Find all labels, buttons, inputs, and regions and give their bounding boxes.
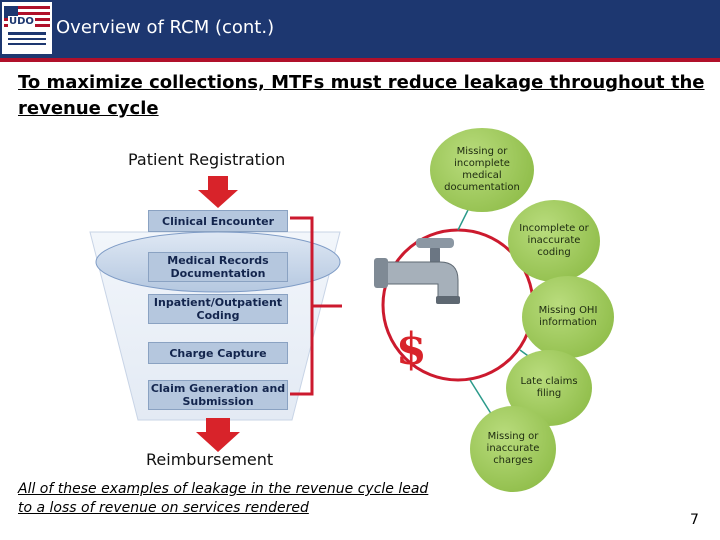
udo-flag-icon: [2, 2, 52, 54]
footer-note: All of these examples of leakage in the …: [18, 481, 429, 516]
cycle-step-medical-records: Medical Records Documentation: [148, 252, 288, 282]
header-stripe: [0, 58, 720, 62]
leakage-missing-charges: Missing or inaccurate charges: [470, 406, 556, 492]
patient-registration-label: Patient Registration: [128, 150, 286, 169]
top-arrow-icon: [198, 176, 238, 208]
udo-logo: UDO: [2, 2, 52, 54]
cycle-step-clinical-encounter: Clinical Encounter: [148, 210, 288, 232]
leakage-missing-documentation: Missing or incomplete medical documentat…: [430, 128, 534, 212]
cycle-step-coding: Inpatient/Outpatient Coding: [148, 294, 288, 324]
logo-text: UDO: [8, 16, 35, 27]
bottom-arrow-icon: [196, 418, 240, 452]
reimbursement-label: Reimbursement: [146, 450, 274, 469]
leakage-inaccurate-coding: Incomplete or inaccurate coding: [508, 200, 600, 282]
leakage-missing-ohi: Missing OHI information: [522, 276, 614, 358]
slide-header: [0, 0, 720, 58]
dollar-icon: $: [396, 324, 427, 375]
cycle-step-claim-generation: Claim Generation and Submission: [148, 380, 288, 410]
faucet-icon: [374, 238, 460, 304]
slide-title: Overview of RCM (cont.): [56, 17, 275, 38]
page-number: 7: [690, 512, 699, 528]
cycle-step-charge-capture: Charge Capture: [148, 342, 288, 364]
headline: To maximize collections, MTFs must reduc…: [18, 72, 705, 119]
